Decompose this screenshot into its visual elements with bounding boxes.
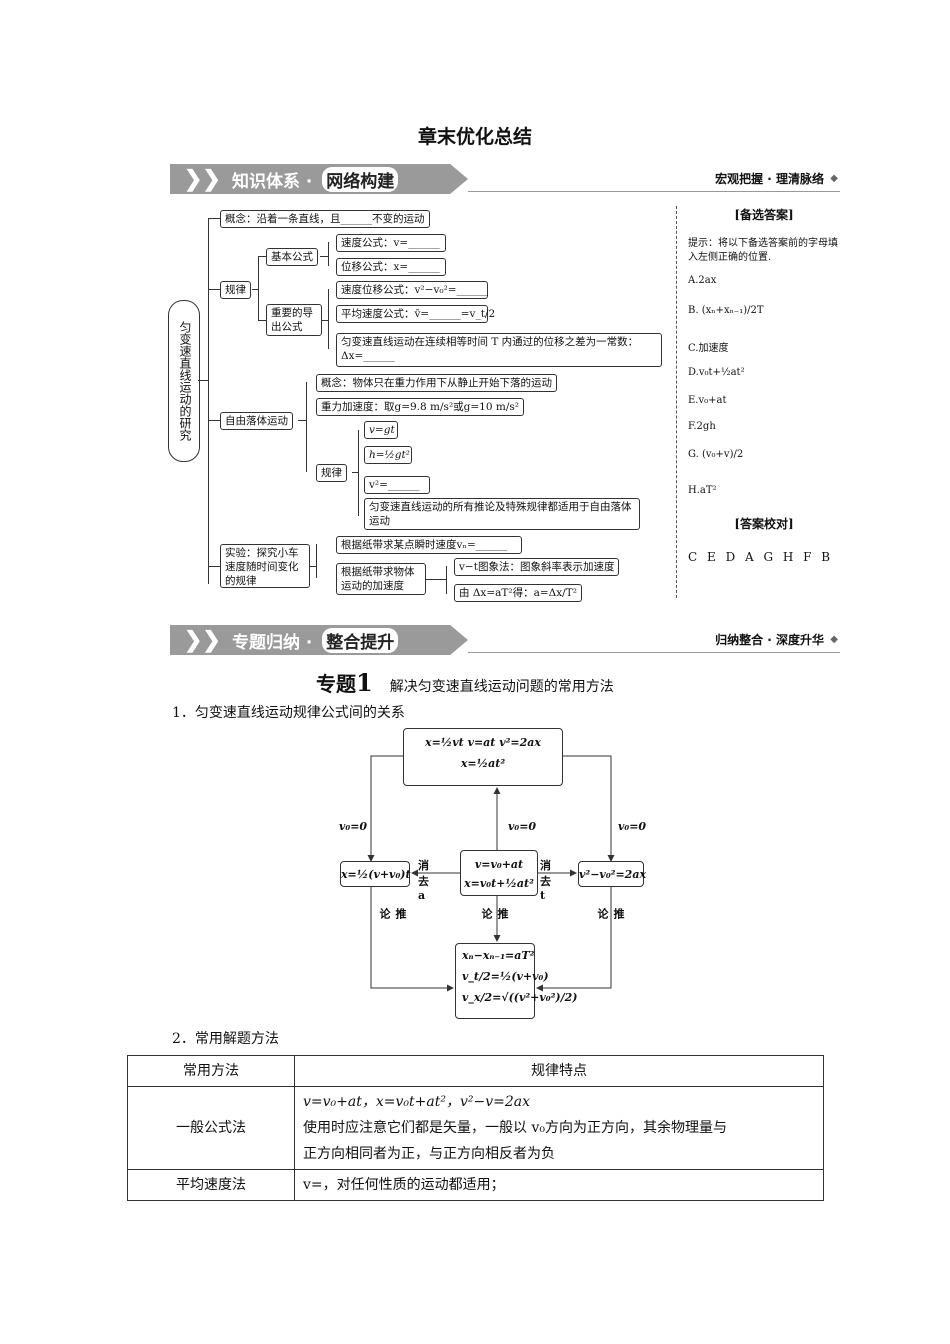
answer-option: B. (xₙ+xₙ₋₁)/2T <box>688 305 764 316</box>
diamond-icon: ◆ <box>830 173 838 184</box>
chevron-icon: ❯❯ <box>184 627 221 653</box>
table-header-row: 常用方法 规律特点 <box>127 1055 824 1087</box>
mindmap-ff-g: 重力加速度：取g=9.8 m/s²或g=10 m/s² <box>316 398 524 416</box>
mindmap-concept: 概念：沿着一条直线，且______不变的运动 <box>220 210 430 228</box>
mindmap-law: 规律 <box>220 281 251 299</box>
mindmap-free-fall: 自由落体运动 <box>220 412 293 430</box>
topic-title: 解决匀变速直线运动问题的常用方法 <box>389 679 614 695</box>
answer-option: F.2gh <box>688 421 716 432</box>
flow-top-box: x=½vt v=at v²=2ax x=½at² <box>403 728 563 786</box>
table-desc-line: 使用时应注意它们都是矢量，一般以 v₀方向为正方向，其余物理量与 <box>303 1120 727 1136</box>
table-row: 一般公式法 v=v₀+at，x=v₀t+at²，v²−v=2ax 使用时应注意它… <box>127 1086 824 1170</box>
flow-bottom-line1: xₙ−xₙ₋₁=aT² <box>462 949 535 962</box>
mindmap-root: 匀变速直线运动的研究 <box>168 300 200 462</box>
mindmap-ff-law: 规律 <box>316 464 347 482</box>
mindmap-avg-vel-formula: 平均速度公式：v̄=______=v_t/2 <box>336 305 495 323</box>
section-banner-knowledge: ❯❯ 知识体系 · 网络构建 宏观把握 · 理清脉络 ◆ <box>170 164 840 194</box>
flow-infer-left: 推论 <box>378 908 407 919</box>
answers-check-heading: [答案校对] <box>734 517 794 531</box>
mindmap-ff-v2: v²=______ <box>364 476 430 494</box>
flow-center-box: v=v₀+at x=v₀t+½at² <box>460 850 538 896</box>
table-cell-method: 平均速度法 <box>127 1169 295 1201</box>
answer-option: C.加速度 <box>688 343 729 354</box>
banner-bar <box>170 164 468 194</box>
flow-infer-right: 推论 <box>596 908 625 919</box>
page-title: 章末优化总结 <box>417 126 532 148</box>
table-cell-desc: v=，对任何性质的运动都适用； <box>294 1169 824 1201</box>
mindmap-basic-formulas: 基本公式 <box>266 248 318 266</box>
banner-left-text: 知识体系 <box>232 172 300 192</box>
flow-elim-t: 消去t <box>540 859 551 902</box>
mindmap-velocity-formula: 速度公式：v=______ <box>336 234 446 252</box>
flow-bottom-line2: v_t/2=½(v+v₀) <box>462 970 549 983</box>
answer-option: E.v₀+at <box>688 395 727 406</box>
mindmap-exp-instant: 根据纸带求某点瞬时速度vₙ=______ <box>336 536 522 554</box>
answer-option: A.2ax <box>688 275 717 286</box>
topic-label: 专题 <box>316 672 356 696</box>
mindmap-constant-diff: 匀变速直线运动在连续相等时间 T 内通过的位移之差为一常数：Δx=______ <box>336 333 662 367</box>
banner-bar <box>170 625 468 655</box>
banner-left-text: 专题归纳 <box>232 633 300 653</box>
answers-panel: [备选答案] 提示：将以下备选答案前的字母填入左侧正确的位置. A.2ax B.… <box>688 206 840 564</box>
banner-tagline: 归纳整合 · 深度升华 <box>715 633 824 647</box>
table-cell-method: 一般公式法 <box>127 1086 295 1170</box>
item-1: 1．匀变速直线运动规律公式间的关系 <box>172 705 405 721</box>
chevron-icon: ❯❯ <box>184 166 221 192</box>
mindmap-ff-concept: 概念：物体只在重力作用下从静止开始下落的运动 <box>316 374 557 392</box>
flow-infer-mid: 推论 <box>480 908 509 919</box>
banner-tagline: 宏观把握 · 理清脉络 <box>715 172 824 186</box>
answer-option: G. (v₀+v)/2 <box>688 449 744 460</box>
section-banner-topics: ❯❯ 专题归纳 · 整合提升 归纳整合 · 深度升华 ◆ <box>170 625 840 655</box>
mindmap-exp-vt: v−t图象法：图象斜率表示加速度 <box>454 558 620 576</box>
topic-number: 1 <box>356 668 373 697</box>
answers-heading: [备选答案] <box>734 208 794 222</box>
answer-option: D.v₀t+½at² <box>688 367 745 378</box>
mindmap-displacement-formula: 位移公式：x=______ <box>336 258 446 276</box>
flow-top-line2: x=½at² <box>460 757 506 770</box>
methods-table: 常用方法 规律特点 一般公式法 v=v₀+at，x=v₀t+at²，v²−v=2… <box>127 1055 824 1201</box>
diamond-icon: ◆ <box>830 634 838 645</box>
mindmap-exp-formula: 由 Δx=aT²得：a=Δx/T² <box>454 584 582 602</box>
mindmap-ff-note: 匀变速直线运动的所有推论及特殊规律都适用于自由落体运动 <box>364 498 640 530</box>
mindmap-vel-disp-formula: 速度位移公式：v²−v₀²=______ <box>336 281 488 299</box>
table-desc-line: 正方向相同者为正，与正方向相反者为负 <box>303 1146 555 1162</box>
flow-elim-a: 消去a <box>418 859 429 902</box>
flow-center-line1: v=v₀+at <box>474 858 524 871</box>
flow-v0-right: v₀=0 <box>618 820 647 833</box>
mindmap-experiment: 实验：探究小车速度随时间变化的规律 <box>220 544 310 588</box>
table-desc-line: v=v₀+at，x=v₀t+at²，v²−v=2ax <box>303 1094 530 1110</box>
flow-left-box: x=½(v+v₀)t <box>340 861 411 887</box>
mindmap-exp-accel: 根据纸带求物体运动的加速度 <box>336 563 426 595</box>
answer-option: H.aT² <box>688 485 717 496</box>
table-desc-line: v=，对任何性质的运动都适用； <box>303 1177 505 1193</box>
mindmap-ff-h: h=½gt² <box>364 446 412 464</box>
mindmap-important-derived: 重要的导出公式 <box>266 304 322 336</box>
table-header: 规律特点 <box>294 1055 824 1087</box>
flow-v0-mid: v₀=0 <box>508 820 537 833</box>
flow-v0-left: v₀=0 <box>339 820 368 833</box>
topic-heading: 专题1 解决匀变速直线运动问题的常用方法 <box>316 668 614 697</box>
banner-chip: 网络构建 <box>322 167 399 192</box>
table-cell-desc: v=v₀+at，x=v₀t+at²，v²−v=2ax 使用时应注意它们都是矢量，… <box>294 1086 824 1170</box>
flow-center-line2: x=v₀t+½at² <box>464 877 534 890</box>
mindmap-ff-v: v=gt <box>364 421 398 439</box>
answers-check: C E D A G H F B <box>688 550 834 564</box>
item-2: 2．常用解题方法 <box>172 1031 279 1047</box>
table-row: 平均速度法 v=，对任何性质的运动都适用； <box>127 1169 824 1201</box>
answers-hint: 提示：将以下备选答案前的字母填入左侧正确的位置. <box>688 238 838 263</box>
flow-top-line1: x=½vt v=at v²=2ax <box>425 736 541 749</box>
table-header: 常用方法 <box>127 1055 295 1087</box>
banner-chip: 整合提升 <box>322 628 399 653</box>
